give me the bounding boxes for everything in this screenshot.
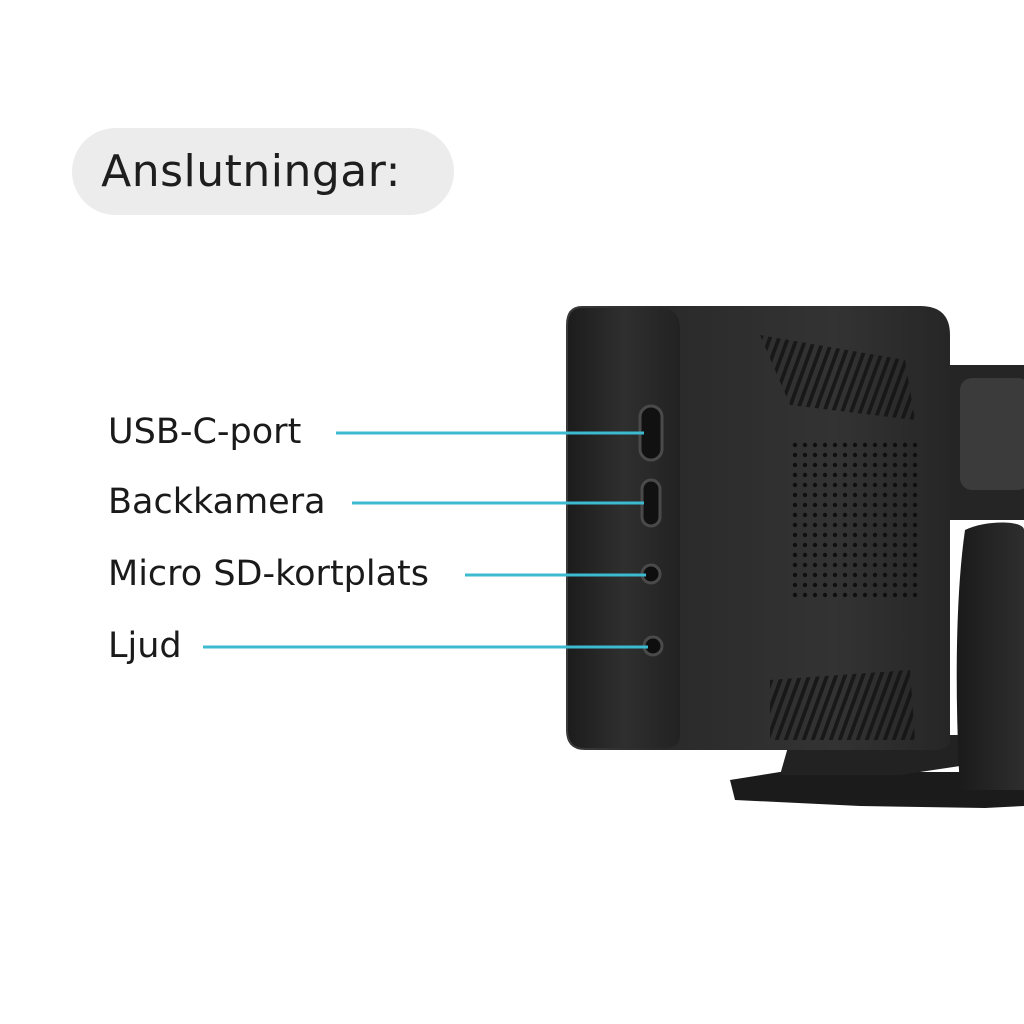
stand-neck [956,522,1024,790]
callout-lines [203,431,648,649]
device-body [566,306,950,750]
label-usb-c-port: USB-C-port [108,412,302,452]
label-backkamera: Backkamera [108,482,326,522]
label-ljud: Ljud [108,626,182,666]
label-micro-sd: Micro SD-kortplats [108,554,430,594]
title-pill: Anslutningar: [72,128,454,215]
page-title: Anslutningar: [101,146,401,197]
camera-module [925,358,1024,520]
backkamera-port [640,478,662,528]
